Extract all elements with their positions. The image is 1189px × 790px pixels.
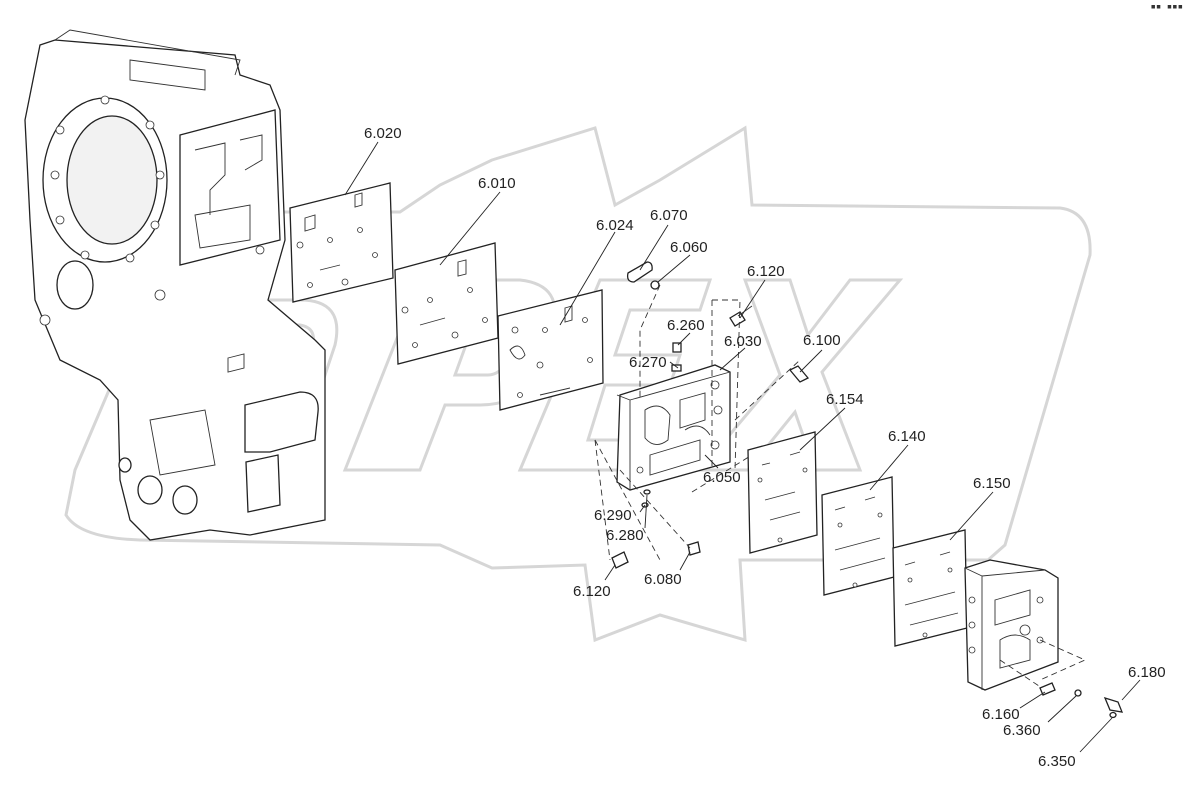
screw-6100: [788, 365, 810, 383]
screw-6180: [1103, 696, 1124, 713]
plug-6270: [671, 364, 682, 372]
housing-valve-channels: [194, 134, 263, 249]
watermark-letter-x: [696, 278, 904, 472]
label-6350: 6.350: [1038, 753, 1076, 770]
housing-side-bracket: [244, 391, 319, 453]
transmission-housing: [24, 29, 326, 541]
dashed-assembly-lines: [594, 284, 801, 561]
label-6080: 6.080: [644, 571, 682, 588]
housing-top-window: [129, 59, 206, 91]
housing-fitting-2: [172, 485, 198, 515]
label-6070: 6.070: [650, 207, 688, 224]
washer-6280: [643, 489, 651, 495]
label-6290: 6.290: [594, 507, 632, 524]
housing-window-lower: [227, 353, 245, 373]
housing-fitting-1: [137, 475, 163, 505]
label-6360: 6.360: [1003, 722, 1041, 739]
label-6160: 6.160: [982, 706, 1020, 723]
separator-plate-6154: [747, 431, 818, 554]
gasket-plate-6024: [497, 289, 604, 411]
housing-valve-face: [179, 109, 281, 266]
label-6010: 6.010: [478, 175, 516, 192]
housing-cover-plate: [245, 454, 281, 513]
label-6260: 6.260: [667, 317, 705, 334]
leader-lines: [344, 141, 1141, 753]
screw-6160: [1039, 682, 1056, 696]
gasket-plate-6020: [289, 182, 394, 303]
plug-6260: [672, 342, 682, 353]
separator-plate-6140: [821, 476, 895, 596]
corner-mark: ▪▪ ▪▪▪: [1150, 2, 1183, 12]
label-6270: 6.270: [629, 354, 667, 371]
ball-6060: [650, 280, 660, 290]
housing-lower-bore: [56, 260, 94, 310]
valve-body-6030: [616, 364, 731, 491]
gasket-plate-6010: [394, 242, 499, 365]
label-6154: 6.154: [826, 391, 864, 408]
housing-bore-inner: [66, 115, 158, 245]
washer-6360: [1074, 689, 1082, 697]
housing-bolt-holes: [39, 95, 265, 326]
part-labels: 6.020 6.010 6.024 6.070 6.060 6.120 6.26…: [364, 125, 1166, 770]
screw-6120-bottom: [611, 551, 629, 569]
separator-plate-6150: [892, 529, 968, 647]
valve-block: [964, 559, 1087, 691]
label-6100: 6.100: [803, 332, 841, 349]
housing-top-face: [54, 29, 241, 76]
label-6120-top: 6.120: [747, 263, 785, 280]
label-6120-bottom: 6.120: [573, 583, 611, 600]
label-6140: 6.140: [888, 428, 926, 445]
label-6180: 6.180: [1128, 664, 1166, 681]
housing-fitting-3: [118, 457, 132, 473]
label-6060: 6.060: [670, 239, 708, 256]
label-6050: 6.050: [703, 469, 741, 486]
label-6280: 6.280: [606, 527, 644, 544]
label-6020: 6.020: [364, 125, 402, 142]
label-6150: 6.150: [973, 475, 1011, 492]
screw-6080: [687, 541, 701, 556]
label-6030: 6.030: [724, 333, 762, 350]
washer-6350: [1109, 711, 1117, 719]
housing-lower-cutout: [149, 409, 216, 476]
pin-6070: [626, 261, 653, 283]
label-6024: 6.024: [596, 217, 634, 234]
